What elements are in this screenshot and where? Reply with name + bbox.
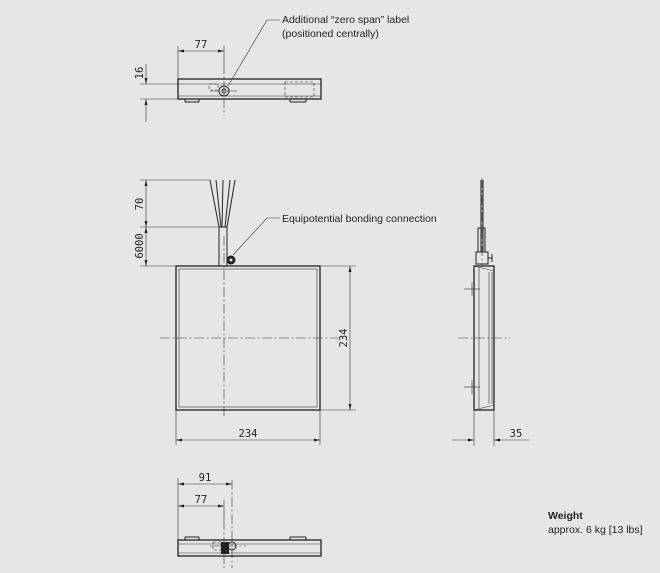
dim-cable-total: 6000: [134, 233, 146, 258]
weight-title: Weight: [548, 510, 583, 522]
equipotential-callout: Equipotential bonding connection: [282, 213, 437, 225]
dim-cable-length: 70: [134, 198, 146, 211]
dim-bottom-width: 234: [239, 428, 258, 440]
bottom-view: 91 77: [177, 472, 322, 568]
bottom-connector-icon: [221, 542, 229, 554]
zero-span-callout-line2: (positioned centrally): [282, 28, 379, 40]
dim-top-height: 16: [134, 67, 146, 80]
dim-top-width: 77: [195, 39, 208, 51]
dim-bottom-inner: 77: [195, 494, 208, 506]
front-view: 70 6000 234 234: [134, 179, 356, 445]
side-view: 35: [452, 178, 530, 446]
bottom-body-outline: [177, 539, 322, 557]
zero-span-leader: [227, 19, 280, 87]
equipotential-leader: [232, 217, 280, 256]
zero-span-callout-line1: Additional “zero span” label: [282, 14, 409, 26]
dim-side-height: 234: [338, 329, 350, 348]
top-body-outline: [177, 78, 322, 100]
dim-depth: 35: [510, 428, 523, 440]
cable-gland: [218, 226, 228, 267]
top-view: 77 16: [134, 19, 322, 122]
dim-bottom-outer: 91: [199, 472, 212, 484]
weight-value: approx. 6 kg [13 lbs]: [548, 524, 643, 536]
